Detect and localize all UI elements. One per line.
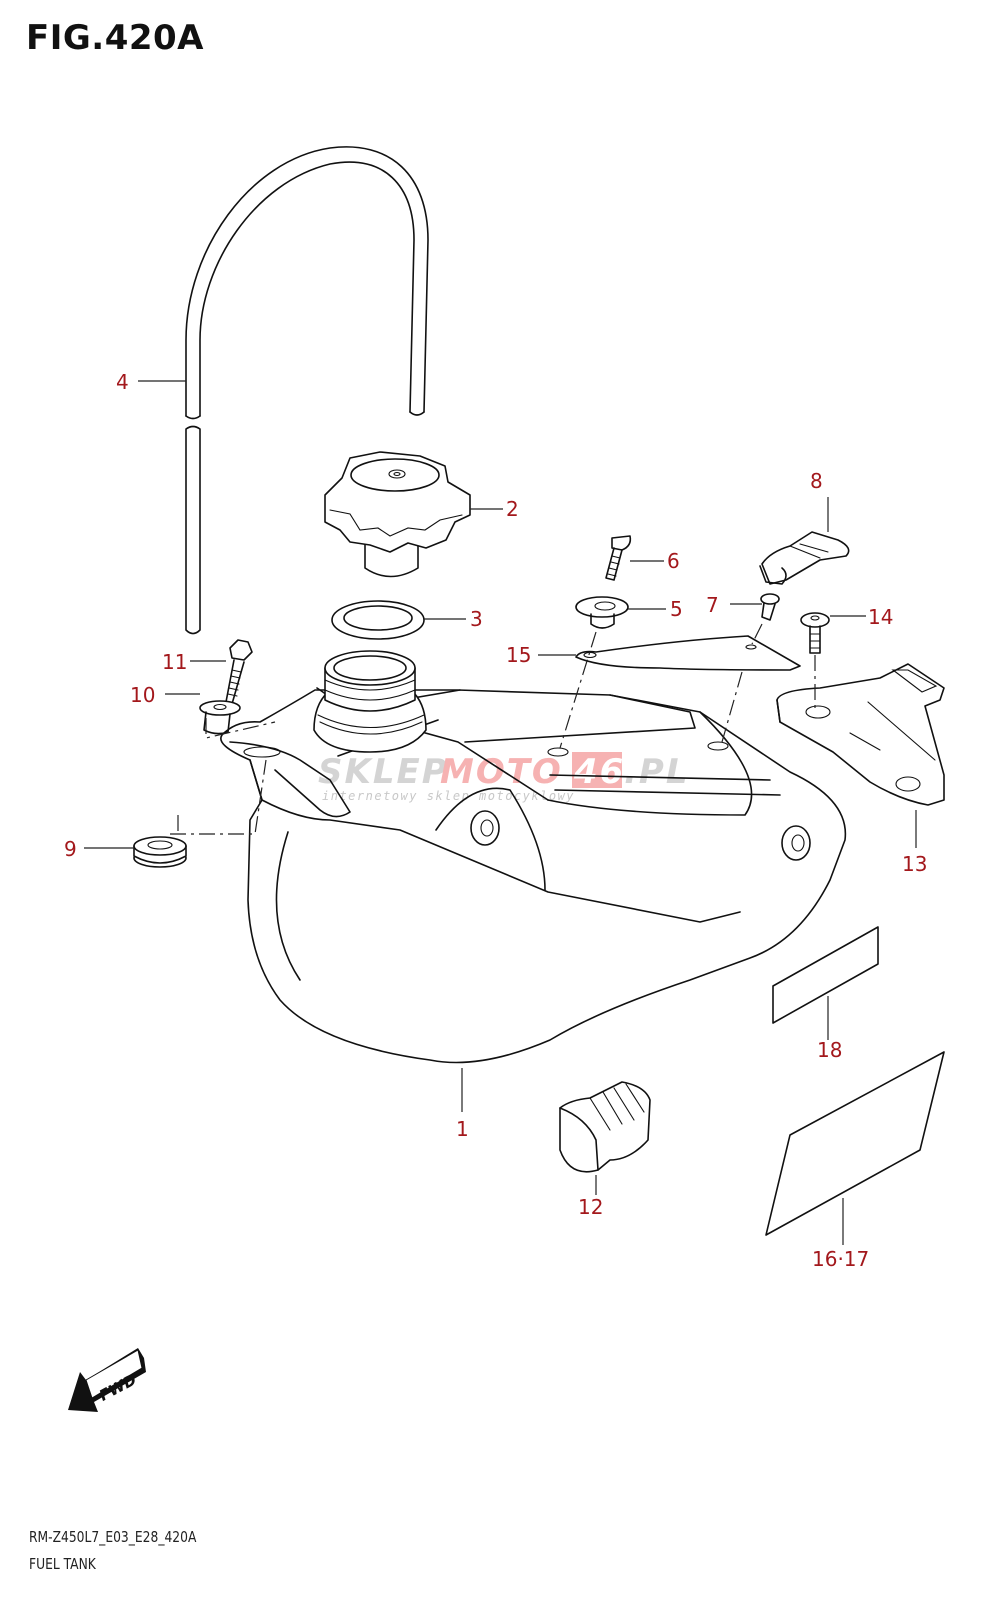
model-code: RM-Z450L7_E03_E28_420A xyxy=(29,1528,197,1546)
leader-lines xyxy=(84,380,866,849)
assembly-name: FUEL TANK xyxy=(29,1555,96,1573)
watermark-text-sklep: SKLEP xyxy=(318,752,449,792)
part-bracket-screw[interactable] xyxy=(800,612,830,654)
watermark-text-moto: MOTO xyxy=(440,752,563,792)
figure-title: FIG.420A xyxy=(26,18,204,58)
callout-10[interactable]: 10 xyxy=(130,683,155,707)
part-bolt[interactable] xyxy=(225,639,253,705)
callout-11[interactable]: 11 xyxy=(162,650,187,674)
watermark-text-pl: .PL xyxy=(624,752,690,792)
callout-4[interactable]: 4 xyxy=(116,370,129,394)
part-label-sticker[interactable] xyxy=(772,926,879,1040)
callout-6[interactable]: 6 xyxy=(667,549,680,573)
callout-labels: 1 2 3 4 5 6 7 8 9 10 11 12 13 14 15 16·1… xyxy=(64,370,927,1271)
callout-2[interactable]: 2 xyxy=(506,497,519,521)
callout-18[interactable]: 18 xyxy=(817,1038,842,1062)
callout-8[interactable]: 8 xyxy=(810,469,823,493)
part-collar[interactable] xyxy=(199,700,241,735)
callout-3[interactable]: 3 xyxy=(470,607,483,631)
watermark-badge xyxy=(572,752,622,788)
part-screw-small[interactable] xyxy=(760,593,780,621)
part-screw[interactable] xyxy=(605,535,632,581)
callout-9[interactable]: 9 xyxy=(64,837,77,861)
part-breather-hose[interactable] xyxy=(185,146,429,635)
watermark: SKLEP MOTO 46 .PL internetowy sklep moto… xyxy=(318,752,690,803)
forward-arrow-icon: FWD xyxy=(68,1348,146,1412)
callout-7[interactable]: 7 xyxy=(706,593,719,617)
part-strap-buckle[interactable] xyxy=(759,531,850,585)
part-tank-decal[interactable] xyxy=(765,1051,945,1245)
part-tank-cushion[interactable] xyxy=(133,836,187,868)
callout-13[interactable]: 13 xyxy=(902,852,927,876)
part-mounting-bracket[interactable] xyxy=(776,663,945,848)
part-fuel-tank[interactable] xyxy=(220,650,847,1112)
callout-12[interactable]: 12 xyxy=(578,1195,603,1219)
callout-1[interactable]: 1 xyxy=(456,1117,469,1141)
part-cap-gasket[interactable] xyxy=(331,600,425,640)
callout-14[interactable]: 14 xyxy=(868,605,893,629)
callout-15[interactable]: 15 xyxy=(506,643,531,667)
assembly-lines xyxy=(170,623,816,835)
watermark-text-46: 46 xyxy=(573,752,625,792)
watermark-subtitle: internetowy sklep motocyklowy xyxy=(322,789,575,803)
part-fuel-cap[interactable] xyxy=(324,451,471,578)
callout-16-17[interactable]: 16·17 xyxy=(812,1247,869,1271)
part-cushion-collar[interactable] xyxy=(575,596,629,629)
part-rubber-cushion[interactable] xyxy=(559,1081,651,1195)
part-plate[interactable] xyxy=(575,635,801,671)
callout-5[interactable]: 5 xyxy=(670,597,683,621)
